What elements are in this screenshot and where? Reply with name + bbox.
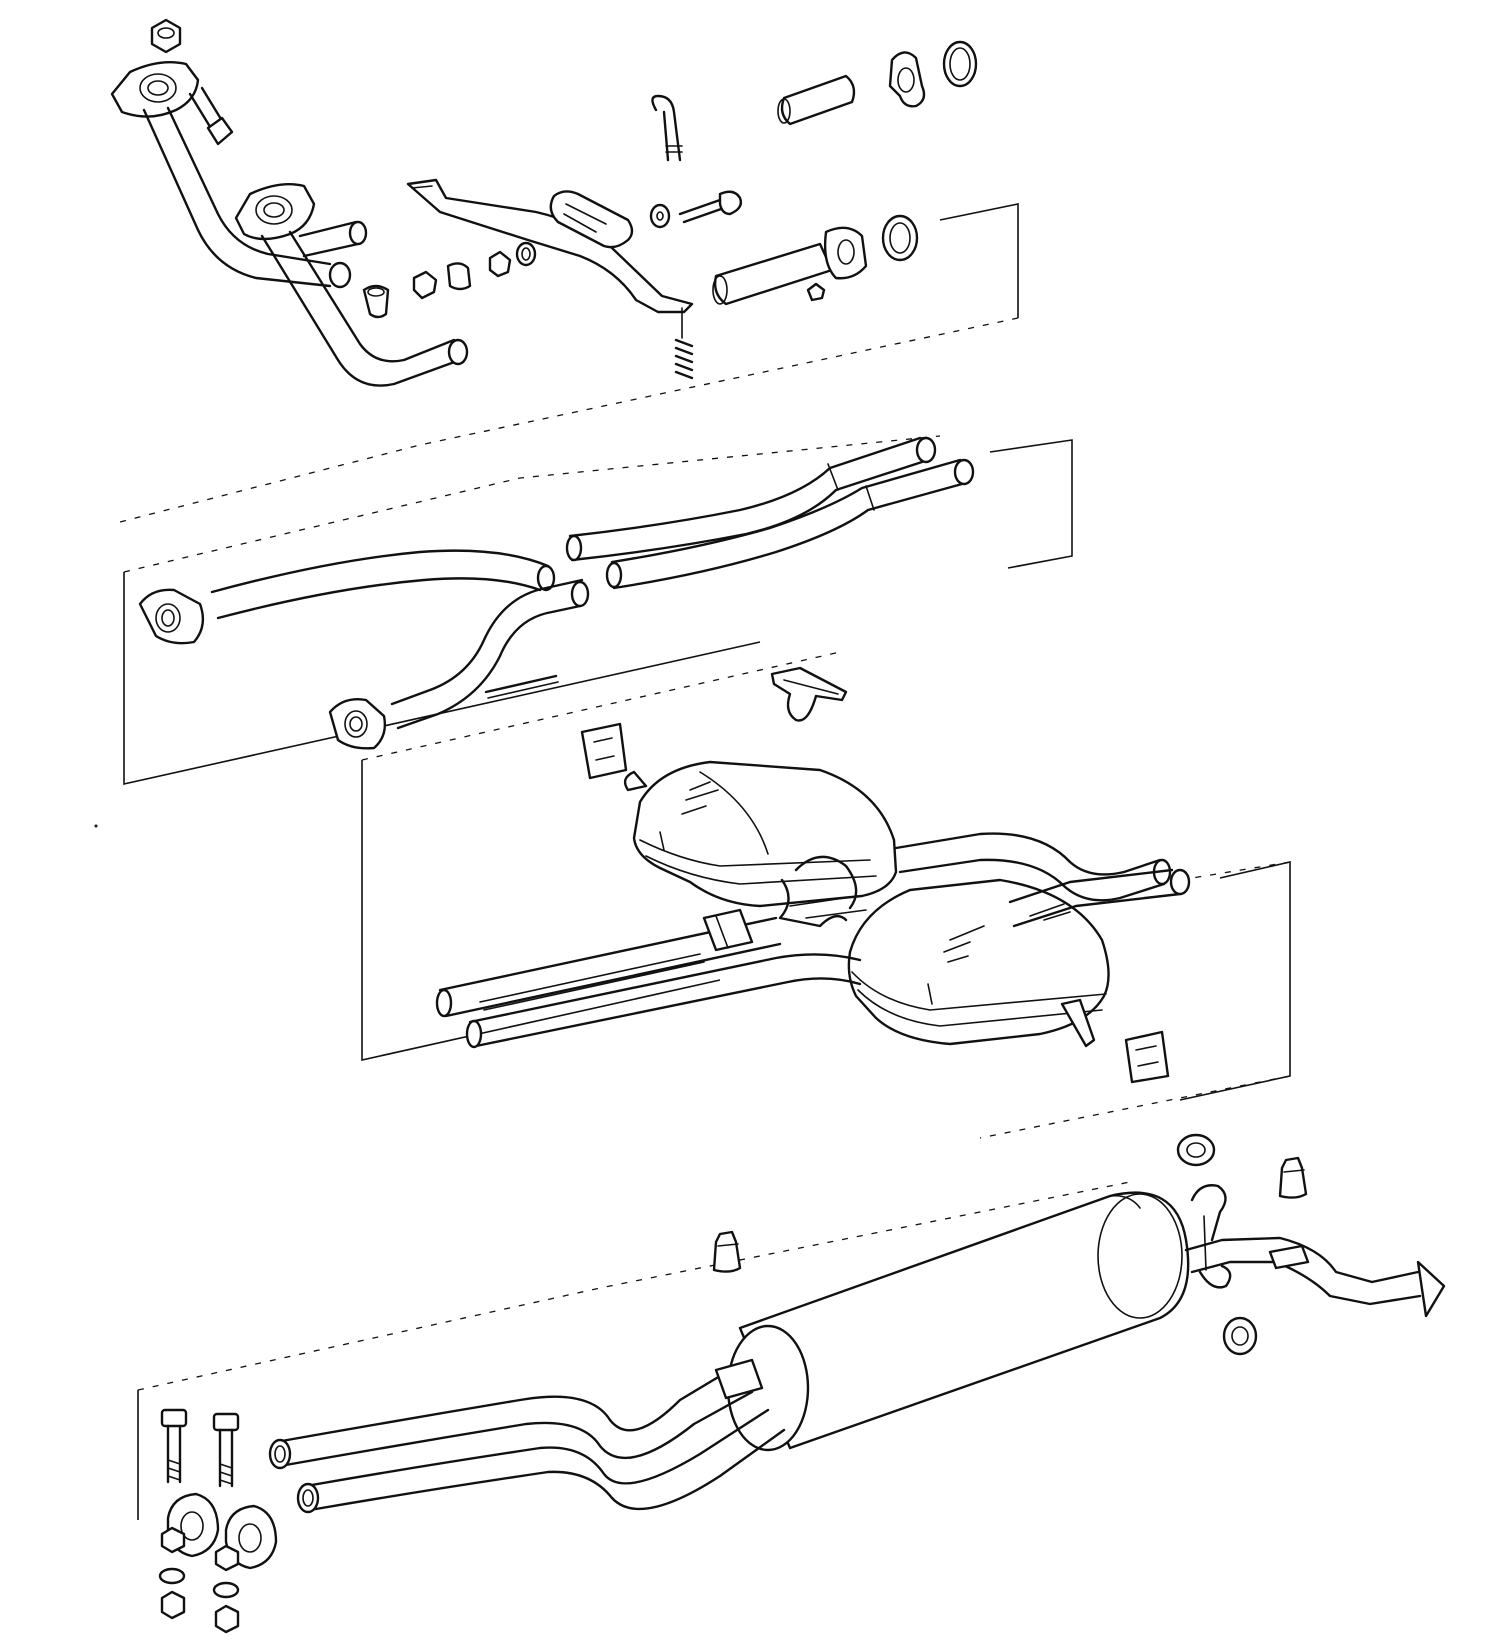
frame-front-pipes — [939, 203, 1019, 318]
intermediate-center-pipes — [565, 436, 975, 590]
flange-nut-icon — [150, 18, 182, 54]
clamp-bolt-icon — [649, 190, 743, 229]
scan-speck — [94, 824, 98, 828]
nuts-icon — [158, 1526, 240, 1634]
flange-bolt-icon — [188, 86, 234, 146]
flange-gasket-ring-lower-icon — [881, 214, 919, 262]
rubber-buffer-icon — [1278, 1156, 1308, 1199]
exhaust-flange-icon — [888, 51, 926, 108]
connector-sleeve-icon — [777, 74, 856, 126]
leader-line-front — [119, 317, 1019, 523]
group-front-pipes — [110, 18, 1019, 523]
leader-line-center — [361, 651, 1291, 1139]
rubber-buffer-lower-icon — [712, 1230, 742, 1273]
rear-pipe-ends-icon — [268, 1438, 320, 1514]
frame-center-mufflers — [361, 760, 1291, 1101]
front-exhaust-pipe-right — [234, 183, 469, 387]
hook-hanger-icon — [1190, 1184, 1232, 1289]
mounting-bracket-icon — [406, 178, 694, 314]
center-clamp-icon — [702, 908, 754, 952]
rear-inlet-pipes — [274, 1358, 786, 1512]
leader-line-intermediate — [123, 435, 941, 573]
rubber-mount-right-icon — [1124, 1030, 1170, 1084]
group-rear-muffler — [137, 1133, 1446, 1634]
center-muffler-left — [623, 760, 898, 908]
group-intermediate-pipes — [123, 435, 1073, 785]
spring-icon — [674, 307, 694, 380]
rubber-ring-icon — [1176, 1133, 1216, 1167]
intermediate-pipe-right — [328, 578, 590, 750]
clamp-bolts-icon — [160, 1408, 240, 1488]
heat-shield-strip-icon — [484, 674, 559, 699]
muffler-inlet-pipes — [435, 916, 862, 1049]
u-bolt-icon — [651, 94, 683, 162]
connector-pipe-lower-icon — [712, 226, 868, 306]
front-exhaust-pipe-left — [110, 61, 368, 289]
intermediate-pipe-left — [138, 549, 556, 645]
group-center-mufflers — [361, 651, 1291, 1139]
tail-pipe — [1184, 1236, 1446, 1318]
rubber-ring-lower-icon — [1222, 1316, 1258, 1356]
bushing-set-icon — [362, 241, 537, 319]
center-muffler-right — [847, 878, 1110, 1048]
muffler-outlet-pipes — [894, 832, 1191, 928]
rear-muffler — [726, 1191, 1190, 1452]
slotted-strap-icon — [549, 190, 634, 249]
muffler-joint-pipes — [778, 855, 867, 928]
hanger-bracket-icon — [770, 666, 848, 722]
flange-gasket-ring-icon — [942, 40, 978, 88]
frame-intermediate — [123, 439, 1073, 785]
rubber-mount-left-icon — [580, 722, 628, 780]
